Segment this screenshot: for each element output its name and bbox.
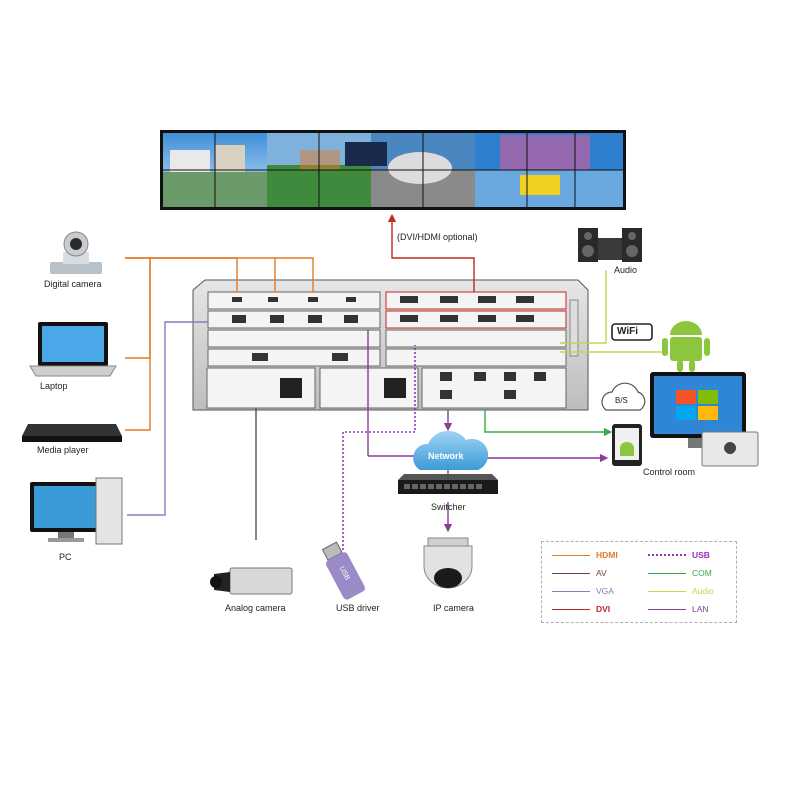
- pc-label: PC: [59, 552, 72, 562]
- analog-camera-label: Analog camera: [225, 603, 286, 613]
- legend-label: Audio: [692, 586, 714, 596]
- control-room-label: Control room: [643, 467, 696, 477]
- legend-item-audio: Audio: [648, 584, 714, 598]
- legend-label: AV: [596, 568, 607, 578]
- legend-item-vga: VGA: [552, 584, 614, 598]
- legend-item-dvi: DVI: [552, 602, 610, 616]
- digital-camera-icon: [50, 231, 102, 274]
- digital-camera-label: Digital camera: [44, 279, 102, 289]
- analog-camera-icon: [210, 567, 293, 595]
- media-player-icon: [22, 424, 122, 442]
- legend-item-hdmi: HDMI: [552, 548, 618, 562]
- wifi-badge-icon: [611, 323, 653, 341]
- legend-swatch: [552, 554, 590, 556]
- bs-label: B/S: [615, 396, 628, 405]
- usb-cable: [342, 345, 416, 550]
- usb-driver-icon: [321, 541, 365, 600]
- legend-swatch: [648, 554, 686, 556]
- bs-cloud-icon: [601, 382, 646, 411]
- legend-label: USB: [692, 550, 710, 560]
- audio-speakers-icon: [578, 228, 642, 262]
- legend-item-usb: USB: [648, 548, 710, 562]
- audio-label: Audio: [614, 265, 638, 275]
- legend-swatch: [552, 608, 590, 610]
- network-cloud-icon: [413, 430, 489, 470]
- legend-item-lan: LAN: [648, 602, 709, 616]
- vga-cable: [127, 321, 208, 516]
- ip-camera-label: IP camera: [433, 603, 474, 613]
- ip-camera-icon: [423, 537, 473, 589]
- legend-label: LAN: [692, 604, 709, 614]
- legend-item-av: AV: [552, 566, 607, 580]
- legend-swatch: [552, 572, 590, 574]
- dvi-cable: [387, 213, 475, 292]
- legend-swatch: [648, 608, 686, 610]
- video-wall: [160, 130, 626, 210]
- laptop-label: Laptop: [40, 381, 68, 391]
- legend-item-com: COM: [648, 566, 712, 580]
- legend-label: COM: [692, 568, 712, 578]
- processor-chassis: [192, 279, 589, 411]
- laptop-icon: [29, 322, 117, 377]
- switcher-label: Switcher: [431, 502, 466, 512]
- switcher-icon: [398, 474, 498, 494]
- pc-icon: [30, 477, 123, 545]
- legend-swatch: [648, 590, 686, 592]
- legend-label: VGA: [596, 586, 614, 596]
- wifi-label: WiFi: [617, 326, 639, 337]
- legend-swatch: [552, 590, 590, 592]
- legend-label: HDMI: [596, 550, 618, 560]
- hdmi-cables: [125, 257, 314, 431]
- android-icon: [662, 321, 710, 372]
- legend-swatch: [648, 572, 686, 574]
- media-player-label: Media player: [37, 445, 89, 455]
- com-cable: [484, 410, 613, 437]
- usb-driver-label: USB driver: [336, 603, 380, 613]
- audio-cables: [560, 270, 662, 353]
- network-label: Network: [428, 451, 464, 461]
- control-room-devices: [612, 372, 759, 467]
- dvi-hdmi-label: (DVI/HDMI optional): [397, 232, 478, 242]
- legend-label: DVI: [596, 604, 611, 614]
